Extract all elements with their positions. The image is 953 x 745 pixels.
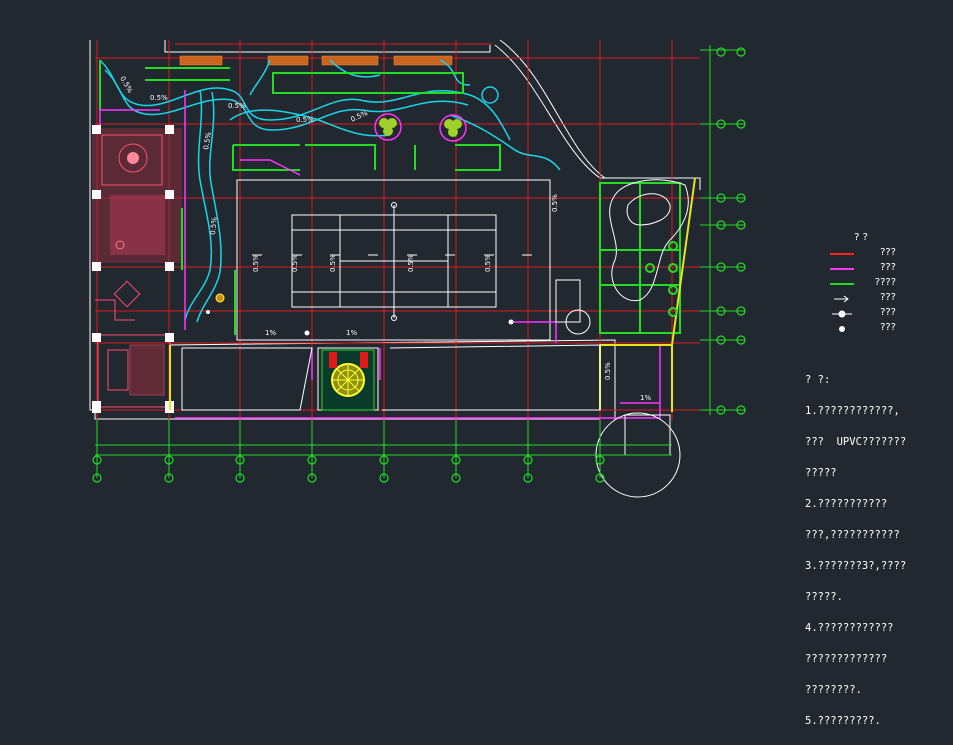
site-drainage-plan: 0.5% 0.5% 0.5% 0.5% 0.5% 0.5% 0.5% 0.5% …: [89, 39, 746, 498]
slope-label: 0.5%: [296, 116, 314, 124]
note-line: 2.???????????: [805, 497, 888, 510]
slope-label: 1%: [346, 329, 357, 337]
drain-pipes: [99, 90, 661, 419]
legend-row-arrow: ???: [826, 292, 896, 307]
legend-label: ???: [880, 322, 896, 333]
slope-label: 0.5%: [329, 254, 337, 272]
note-line: ??? UPVC???????: [805, 435, 907, 448]
legend-label: ???: [880, 292, 896, 303]
axis-bubbles: [92, 47, 746, 483]
bottom-buildings: [181, 344, 601, 411]
note-line: 5.?????????.: [805, 714, 881, 727]
drain-arrows: [206, 254, 532, 336]
slope-label: 0.5%: [202, 131, 213, 150]
design-notes: ? ?: 1.????????????, ??? UPVC??????? ???…: [805, 357, 906, 745]
magenta-line-icon: [830, 268, 854, 270]
legend: ? ? ??? ??? ???? ??? ??? ???: [826, 232, 896, 337]
fountain-feature: [321, 349, 375, 411]
tennis-court: [236, 179, 551, 341]
note-line: ?????.: [805, 590, 843, 603]
axis-markers: [95, 45, 745, 478]
red-line-icon: [830, 253, 854, 255]
legend-row-planting: ????: [826, 277, 896, 292]
slope-label: 0.5%: [209, 216, 219, 235]
slope-label: 0.5%: [604, 362, 612, 380]
legend-label: ???: [880, 262, 896, 273]
slope-label: 0.5%: [551, 194, 559, 212]
note-line: 4.????????????: [805, 621, 894, 634]
slope-label: 0.5%: [228, 102, 246, 110]
yellow-edge: [169, 177, 696, 412]
dot-icon: [839, 326, 845, 332]
flow-arrow-icon: [834, 295, 849, 303]
note-line: ?????????????: [805, 652, 888, 665]
note-line: ???,???????????: [805, 528, 900, 541]
note-line: 3.???????3?,????: [805, 559, 907, 572]
slope-label: 0.5%: [252, 254, 260, 272]
notes-title: ? ?:: [805, 373, 831, 386]
legend-row-rain-pipe: ???: [826, 247, 896, 262]
legend-label: ????: [874, 277, 896, 288]
legend-label: ???: [880, 247, 896, 258]
drain-outlet-icon: [832, 310, 852, 318]
note-line: ?????: [805, 466, 837, 479]
garden-lawn: [555, 179, 689, 498]
tree-clusters: [215, 86, 678, 317]
green-line-icon: [830, 283, 854, 285]
legend-row-drain: ???: [826, 307, 896, 322]
slope-label: 1%: [640, 394, 651, 402]
legend-title: ? ?: [854, 232, 868, 243]
legend-row-dot: ???: [826, 322, 896, 337]
garden-paths: [99, 59, 561, 323]
slope-label: 0.5%: [291, 254, 299, 272]
note-line: ????????.: [805, 683, 862, 696]
slope-label: 0.5%: [407, 254, 415, 272]
planting-beds: [99, 60, 681, 335]
note-line: 1.????????????,: [805, 404, 900, 417]
legend-label: ???: [880, 307, 896, 318]
slope-label: 0.5%: [349, 109, 369, 124]
legend-row-drain-pipe: ???: [826, 262, 896, 277]
top-hedges: [179, 55, 453, 66]
slope-label: 0.5%: [484, 254, 492, 272]
slope-label: 1%: [265, 329, 276, 337]
slope-label: 0.5%: [150, 94, 168, 102]
